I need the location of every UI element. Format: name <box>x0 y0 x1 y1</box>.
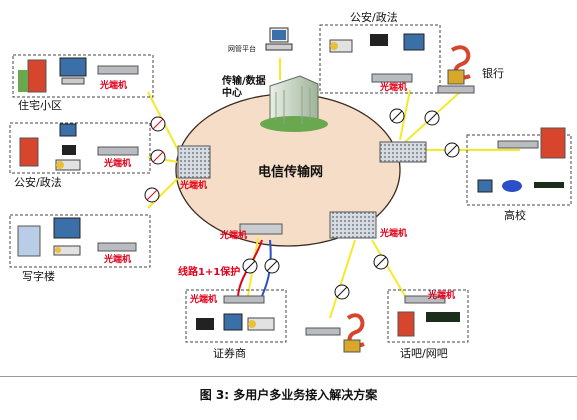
police-left-equipment <box>19 123 81 171</box>
device-label-office: 光端机 <box>104 255 132 265</box>
modem-brokerage <box>223 295 265 304</box>
box-university <box>466 134 572 206</box>
modem-cafe <box>404 295 446 304</box>
switch-icon-9 <box>373 254 389 270</box>
switch-icon-3 <box>144 187 160 203</box>
data-center-label: 传输/数据 中心 <box>222 76 266 99</box>
fiber-switch-icons <box>144 108 460 300</box>
cash-icon <box>343 313 365 353</box>
modem-mid-cafe <box>305 327 341 336</box>
switch-icon-10 <box>334 284 350 300</box>
device-label-bottom-left-rack: 光端机 <box>220 231 248 241</box>
switch-icon-1 <box>150 116 166 132</box>
link-cafe-left <box>329 239 356 319</box>
site-label-police-left: 公安/政法 <box>14 176 62 189</box>
residential-equipment <box>18 57 87 93</box>
device-label-bottom-rack: 光端机 <box>380 229 408 239</box>
modem-residential <box>97 65 139 75</box>
switch-icon-6 <box>444 142 460 158</box>
link-police-top <box>399 89 411 141</box>
data-center-building <box>260 75 328 132</box>
protection-label: 线路1+1保护 <box>178 267 241 278</box>
center-network-label: 电信传输网 <box>258 165 324 180</box>
switch-icon-8 <box>264 258 280 274</box>
brokerage-equipment <box>196 313 275 331</box>
link-office <box>147 177 179 209</box>
site-label-brokerage: 证券商 <box>213 347 246 360</box>
cafe-equipment <box>397 311 460 337</box>
switch-rack-left <box>177 145 211 179</box>
optical-modems <box>97 65 539 336</box>
modem-university <box>497 140 539 149</box>
figure-caption: 图 3: 多用户多业务接入解决方案 <box>199 388 378 402</box>
device-label-left-rack: 光端机 <box>180 181 208 191</box>
site-label-police-top: 公安/政法 <box>350 11 398 24</box>
university-equipment <box>477 127 566 193</box>
switch-icon-5 <box>424 110 440 126</box>
site-label-residential: 住宅小区 <box>18 99 62 112</box>
office-equipment <box>17 217 81 257</box>
modem-bank <box>437 85 475 94</box>
device-label-residential: 光端机 <box>100 81 128 91</box>
switch-icon-2 <box>150 149 166 165</box>
modem-office <box>97 242 137 252</box>
device-label-brokerage: 光端机 <box>190 295 218 305</box>
box-brokerage <box>185 289 287 343</box>
caption-divider <box>0 376 577 377</box>
site-label-bank: 银行 <box>482 67 504 80</box>
switch-rack-right <box>379 141 427 163</box>
device-label-cafe: 光端机 <box>428 291 456 301</box>
mgmt-computer <box>265 27 293 51</box>
switch-rack-bottom <box>329 211 377 239</box>
link-cafe <box>371 239 406 297</box>
switch-icon-4 <box>389 108 405 124</box>
box-residential <box>12 54 154 98</box>
modem-police-left <box>97 146 139 156</box>
police-top-equipment <box>329 33 425 53</box>
box-cafe <box>387 289 469 343</box>
modem-police-top <box>371 73 413 83</box>
device-label-police-left: 光端机 <box>104 159 132 169</box>
device-label-police-top: 光端机 <box>380 83 408 93</box>
box-police-top <box>319 24 441 94</box>
site-label-university: 高校 <box>504 209 526 222</box>
bank-equipment <box>447 45 471 85</box>
box-police-left <box>9 122 151 174</box>
switch-rack-bottom-left <box>239 223 283 235</box>
switch-icon-7 <box>242 258 258 274</box>
box-office <box>9 214 151 268</box>
site-label-cafe: 话吧/网吧 <box>400 347 448 360</box>
mgmt-platform-label: 网管平台 <box>228 45 256 53</box>
site-label-office: 写字楼 <box>22 270 55 283</box>
